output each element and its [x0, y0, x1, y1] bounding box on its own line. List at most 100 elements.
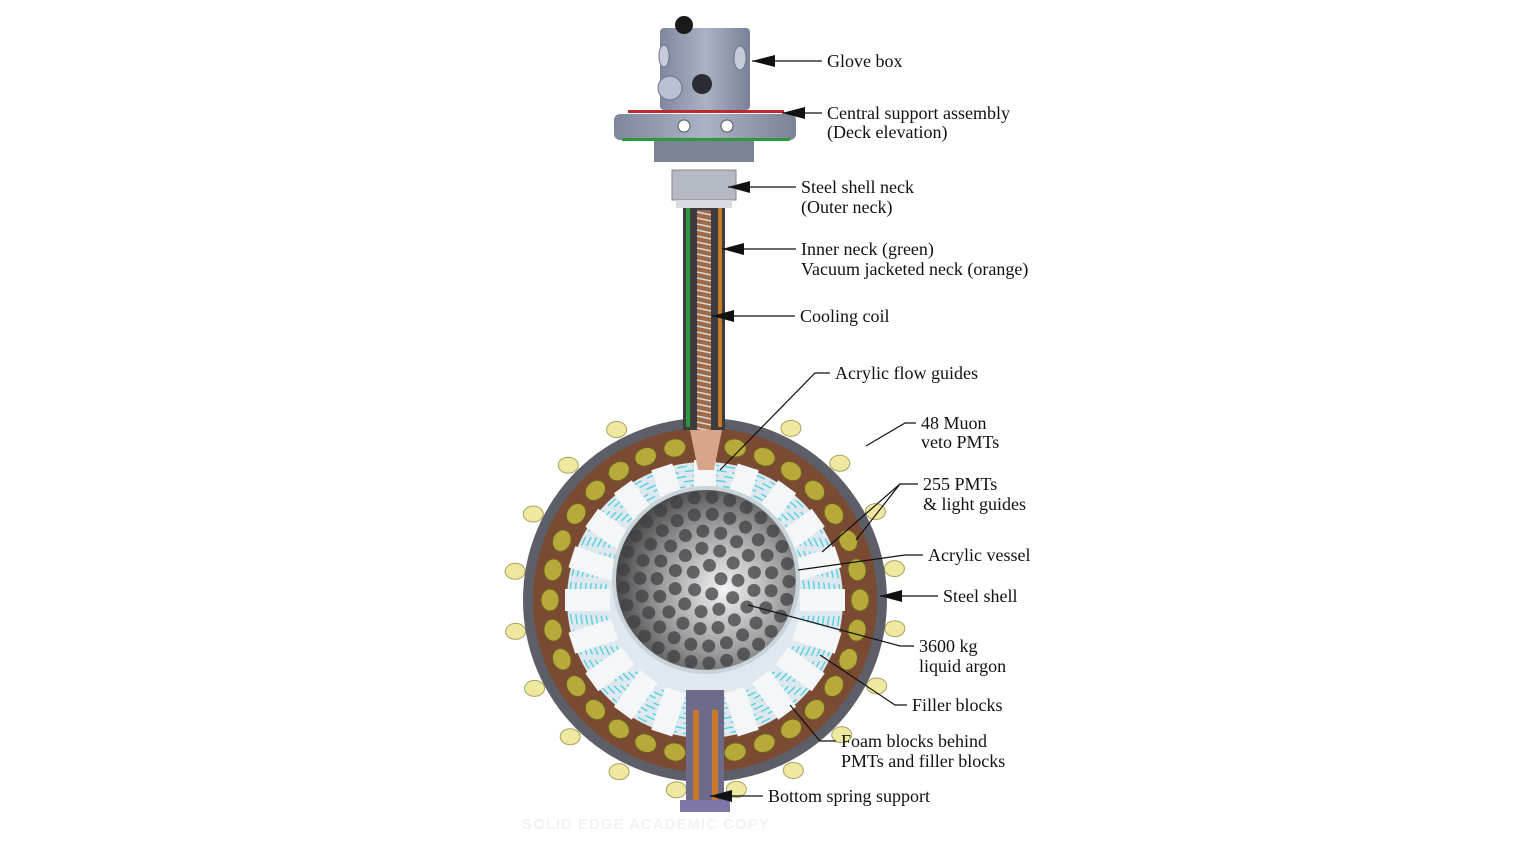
pmt-face [642, 606, 656, 620]
label-foam: Foam blocks behind [841, 731, 987, 751]
pmt [543, 558, 563, 582]
light-guide [651, 686, 687, 737]
pmt-face [780, 592, 794, 606]
light-guide [775, 646, 825, 692]
pmt-face [713, 544, 727, 558]
pmt [663, 438, 687, 458]
coil-turn [696, 265, 712, 270]
coil-turn [696, 415, 712, 420]
muon-pmt [665, 781, 687, 799]
pmt-face [667, 650, 681, 664]
muon-pmt [864, 503, 886, 521]
muon-pmt [608, 763, 630, 781]
pmt [634, 733, 657, 754]
coil-turn [696, 331, 712, 336]
coil-turn [696, 409, 712, 414]
pmt-face [651, 641, 665, 655]
pmt-face [774, 609, 788, 623]
light-guide [613, 670, 659, 720]
light-guide [791, 546, 842, 582]
pmt [540, 588, 560, 612]
pmt-face [653, 620, 667, 634]
coil-turn [696, 391, 712, 396]
pmt [551, 529, 572, 552]
pmt [584, 479, 606, 501]
label-cooling-coil: Cooling coil [800, 306, 890, 326]
foam-blocks [540, 438, 870, 765]
label-argon: 3600 kg [919, 636, 978, 656]
pmt-face [620, 598, 634, 612]
label-argon-sub: liquid argon [919, 656, 1006, 676]
label-central-support-sub: (Deck elevation) [827, 122, 947, 143]
pmt-face [702, 558, 716, 572]
pmt-face [782, 575, 796, 589]
muon-pmt [884, 620, 906, 638]
pmt-face [678, 549, 692, 563]
coil-turn [696, 223, 712, 228]
pmt [753, 733, 776, 754]
light-guide [791, 618, 842, 654]
pmt-face [741, 548, 755, 562]
pmt-face [687, 491, 701, 505]
pmt-face [726, 556, 740, 570]
label-pmts: 255 PMTs [923, 474, 997, 494]
pmt-face [760, 548, 774, 562]
coil-turn [696, 337, 712, 342]
label-acrylic-vessel: Acrylic vessel [928, 545, 1030, 565]
label-central-support: Central support assembly [827, 103, 1010, 123]
pmt-face [712, 602, 726, 616]
cooling-coil [696, 211, 712, 432]
pmt [823, 502, 845, 525]
pmt-face [693, 622, 707, 636]
pmt-face [714, 526, 728, 540]
coil-turn [696, 307, 712, 312]
pmt-face [736, 628, 750, 642]
coil-turn [696, 235, 712, 240]
light-guide [568, 618, 619, 654]
pmt-face [705, 587, 719, 601]
pmt-face [696, 524, 710, 538]
pmt-face [702, 656, 716, 670]
label-pmts-sub: & light guides [923, 494, 1026, 514]
coil-turn [696, 397, 712, 402]
muon-pmt [559, 728, 581, 746]
pmt-face [662, 605, 676, 619]
pmt-face [686, 565, 700, 579]
pmt-face [616, 580, 630, 594]
pmt-face [764, 624, 778, 638]
pmt [723, 742, 747, 762]
coil-turn [696, 421, 712, 426]
pmt-face [723, 493, 737, 507]
central-support-assembly [614, 110, 796, 162]
pmt-face [635, 589, 649, 603]
coil-turn [696, 295, 712, 300]
pmt-face [730, 535, 744, 549]
pmt-face [754, 511, 768, 525]
coil-turn [696, 343, 712, 348]
muon-pmt [522, 505, 544, 523]
coil-turn [696, 325, 712, 330]
pmt-face [731, 573, 745, 587]
pmt-face [688, 583, 702, 597]
pmt-face [621, 545, 635, 559]
pmt-face [765, 566, 779, 580]
pmt-face [636, 554, 650, 568]
light-guide [568, 546, 619, 582]
muon-pmt [780, 419, 802, 437]
pmt-face [705, 507, 719, 521]
pmt [780, 718, 803, 740]
coil-turn [696, 367, 712, 372]
muon-pmt [606, 421, 628, 439]
pmt-face [644, 537, 658, 551]
coil-turn [696, 283, 712, 288]
pmt-face [664, 539, 678, 553]
label-flow-guides: Acrylic flow guides [835, 363, 978, 383]
pmt-face [723, 511, 737, 525]
light-guide [723, 686, 759, 737]
pmt-face [719, 636, 733, 650]
coil-turn [696, 379, 712, 384]
coil-turn [696, 247, 712, 252]
label-muon: 48 Muon [921, 413, 987, 433]
pmt-face [751, 533, 765, 547]
pmt-face [617, 562, 631, 576]
